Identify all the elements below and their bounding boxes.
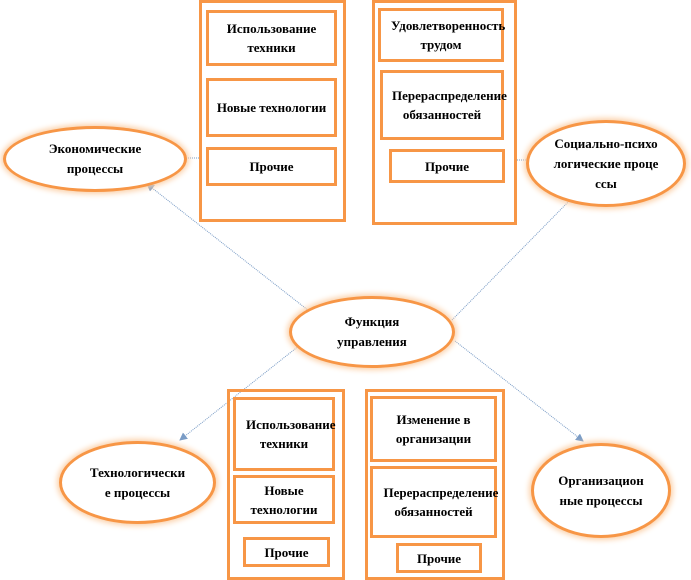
economic-item-1-label: Использование техники: [226, 21, 317, 55]
economic-group-frame: [199, 0, 346, 222]
organizational-item-3-label: Прочие: [416, 550, 462, 566]
arrow-to-economic: [146, 183, 319, 319]
economic-processes-label: Экономические процессы: [48, 141, 142, 176]
organizational-item-1-label: Изменение в организации: [395, 412, 472, 446]
technological-group-frame: [227, 389, 345, 580]
social-item-3: Прочие: [389, 149, 505, 183]
organizational-item-2: Перераспределение обязанностей: [370, 466, 499, 538]
economic-item-3: Прочие: [206, 147, 337, 186]
organizational-processes-label: Организационные процессы: [558, 472, 644, 508]
arrow-to-technological: [179, 344, 301, 441]
technological-processes-node: Технологические процессы: [59, 441, 216, 524]
technological-item-2-label: Новые технологии: [250, 482, 318, 517]
technological-item-3-label: Прочие: [264, 544, 309, 560]
social-item-3-label: Прочие: [424, 158, 470, 174]
economic-item-1: Использование техники: [206, 10, 337, 66]
technological-item-2: Новые технологии: [233, 475, 335, 524]
technological-item-1-label: Использование техники: [246, 417, 336, 451]
technological-item-3: Прочие: [243, 537, 330, 567]
economic-processes-node: Экономические процессы: [3, 126, 187, 192]
management-function-node: Функция управления: [289, 296, 455, 368]
social-item-2: Перераспределение обязанностей: [380, 70, 507, 140]
organizational-group-frame: [365, 389, 505, 580]
organizational-item-3: Прочие: [396, 543, 482, 573]
economic-item-2: Новые технологии: [206, 78, 337, 137]
social-item-1-label: Удовлетворенность трудом: [391, 18, 506, 52]
organizational-processes-node: Организационные процессы: [531, 443, 671, 538]
economic-item-3-label: Прочие: [249, 159, 294, 174]
technological-item-1: Использование техники: [233, 397, 335, 471]
organizational-item-2-label: Перераспределение обязанностей: [383, 485, 499, 519]
social-item-1: Удовлетворенность трудом: [378, 8, 506, 62]
technological-processes-label: Технологические процессы: [89, 464, 186, 500]
social-processes-label: Социально-психологические процессы: [553, 135, 659, 191]
organizational-item-1: Изменение в организации: [370, 396, 497, 462]
social-item-2-label: Перераспределение обязанностей: [392, 88, 507, 122]
social-group-frame: [372, 0, 517, 225]
arrow-to-social: [451, 194, 576, 321]
social-processes-node: Социально-психологические процессы: [526, 120, 686, 207]
economic-item-2-label: Новые технологии: [216, 100, 327, 115]
management-function-label: Функция управления: [337, 314, 407, 349]
